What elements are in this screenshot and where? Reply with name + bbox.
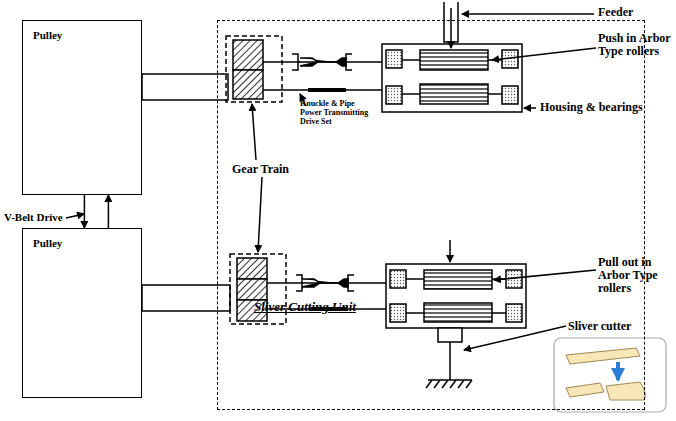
callout-label: V-Belt Drive	[4, 211, 66, 223]
node-label: Pulley	[33, 29, 62, 41]
callout-label: Housing & bearings	[540, 101, 672, 114]
callout-label: Feeder	[598, 6, 672, 19]
node-label: Sliver Cutting Unit	[254, 300, 356, 314]
unit-boundary: Sliver Cutting Unit	[217, 20, 645, 410]
callout-label: Sliver cutter	[568, 320, 672, 333]
pulley-box: Pulley	[22, 20, 142, 195]
pulley-box: Pulley	[22, 228, 142, 398]
callout-label: Pull out in Arbor Type rollers	[598, 256, 672, 296]
callout-label: Knuckle & Pipe Power Transmitting Drive …	[300, 100, 378, 126]
node-label: Pulley	[33, 237, 62, 249]
belt-line	[84, 195, 86, 228]
callout-label: Push in Arbor Type rollers	[598, 32, 672, 58]
belt-line	[108, 195, 110, 228]
callout-label: Gear Train	[232, 163, 312, 176]
